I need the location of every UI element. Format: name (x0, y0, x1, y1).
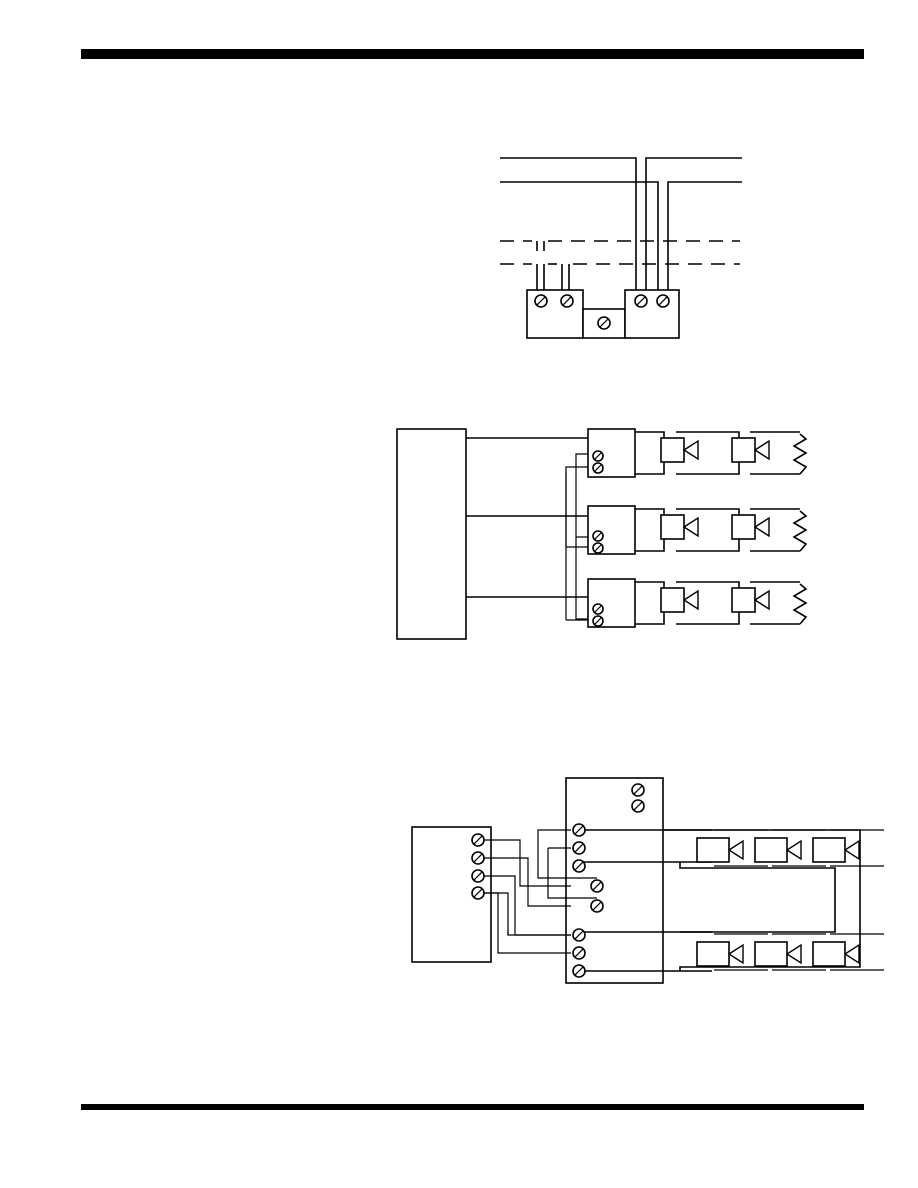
module-loop-feeds (583, 829, 861, 972)
screw-terminal-icon (572, 859, 586, 873)
screw-terminal-icon (572, 823, 586, 837)
screw-terminal-icon (471, 851, 485, 865)
zone-module (587, 505, 636, 555)
resistor-icon (792, 510, 808, 552)
detector (731, 437, 770, 463)
resistor-icon (792, 583, 808, 625)
screw-terminal-icon (592, 530, 604, 542)
detector (731, 514, 770, 540)
detector (812, 837, 860, 863)
detector-triangle-icon (753, 516, 770, 538)
detector-triangle-icon (843, 839, 860, 861)
screw-terminal-icon (592, 450, 604, 462)
screw-terminal-icon (572, 841, 586, 855)
detector-triangle-icon (785, 943, 802, 965)
screw-terminal-icon (534, 294, 548, 308)
screw-terminal-icon (592, 542, 604, 554)
screw-terminal-icon (590, 899, 604, 913)
fig3-detectors (696, 829, 884, 971)
zone-1 (587, 428, 808, 478)
screw-terminal-icon (572, 946, 586, 960)
detector (754, 941, 802, 967)
screw-terminal-icon (572, 964, 586, 978)
detector-loop-upper (696, 829, 884, 867)
terminal-block-right (624, 289, 680, 339)
zone-3 (587, 578, 808, 628)
detector-triangle-icon (682, 516, 699, 538)
screw-terminal-icon (572, 928, 586, 942)
detector (812, 941, 860, 967)
bottom-rule (81, 1104, 864, 1110)
screw-terminal-icon (471, 869, 485, 883)
screw-terminal-icon (592, 603, 604, 615)
detector-triangle-icon (843, 943, 860, 965)
control-panel (396, 428, 467, 640)
fig3-terminals (471, 783, 645, 978)
solid-conductors (500, 157, 742, 295)
resistor-icon (792, 433, 808, 475)
detector (660, 514, 699, 540)
detector (731, 587, 770, 613)
screw-terminal-icon (590, 879, 604, 893)
zone-2 (587, 505, 808, 555)
detector (660, 587, 699, 613)
screw-terminal-icon (560, 294, 574, 308)
panel-feeds (466, 437, 588, 598)
fig1-terminals (534, 294, 670, 330)
screw-terminal-icon (656, 294, 670, 308)
screw-terminal-icon (471, 886, 485, 900)
detector (660, 437, 699, 463)
detector (696, 941, 744, 967)
detector-triangle-icon (785, 839, 802, 861)
screw-terminal-icon (592, 462, 604, 474)
detector (754, 837, 802, 863)
detector (696, 837, 744, 863)
screw-terminal-icon (471, 833, 485, 847)
screw-terminal-icon (631, 799, 645, 813)
fig2-zones (587, 428, 808, 628)
detector-triangle-icon (753, 439, 770, 461)
detector-triangle-icon (727, 839, 744, 861)
top-rule (81, 49, 864, 59)
return-bus (565, 453, 590, 621)
detector-triangle-icon (727, 943, 744, 965)
detector-loop-lower (696, 933, 884, 971)
screw-terminal-icon (597, 316, 611, 330)
screw-terminal-icon (631, 783, 645, 797)
screw-terminal-icon (634, 294, 648, 308)
detector-triangle-icon (682, 439, 699, 461)
detector-triangle-icon (753, 589, 770, 611)
dashed-conductors (500, 240, 740, 294)
screw-terminal-icon (592, 615, 604, 627)
detector-triangle-icon (682, 589, 699, 611)
cross-wiring (484, 829, 597, 954)
